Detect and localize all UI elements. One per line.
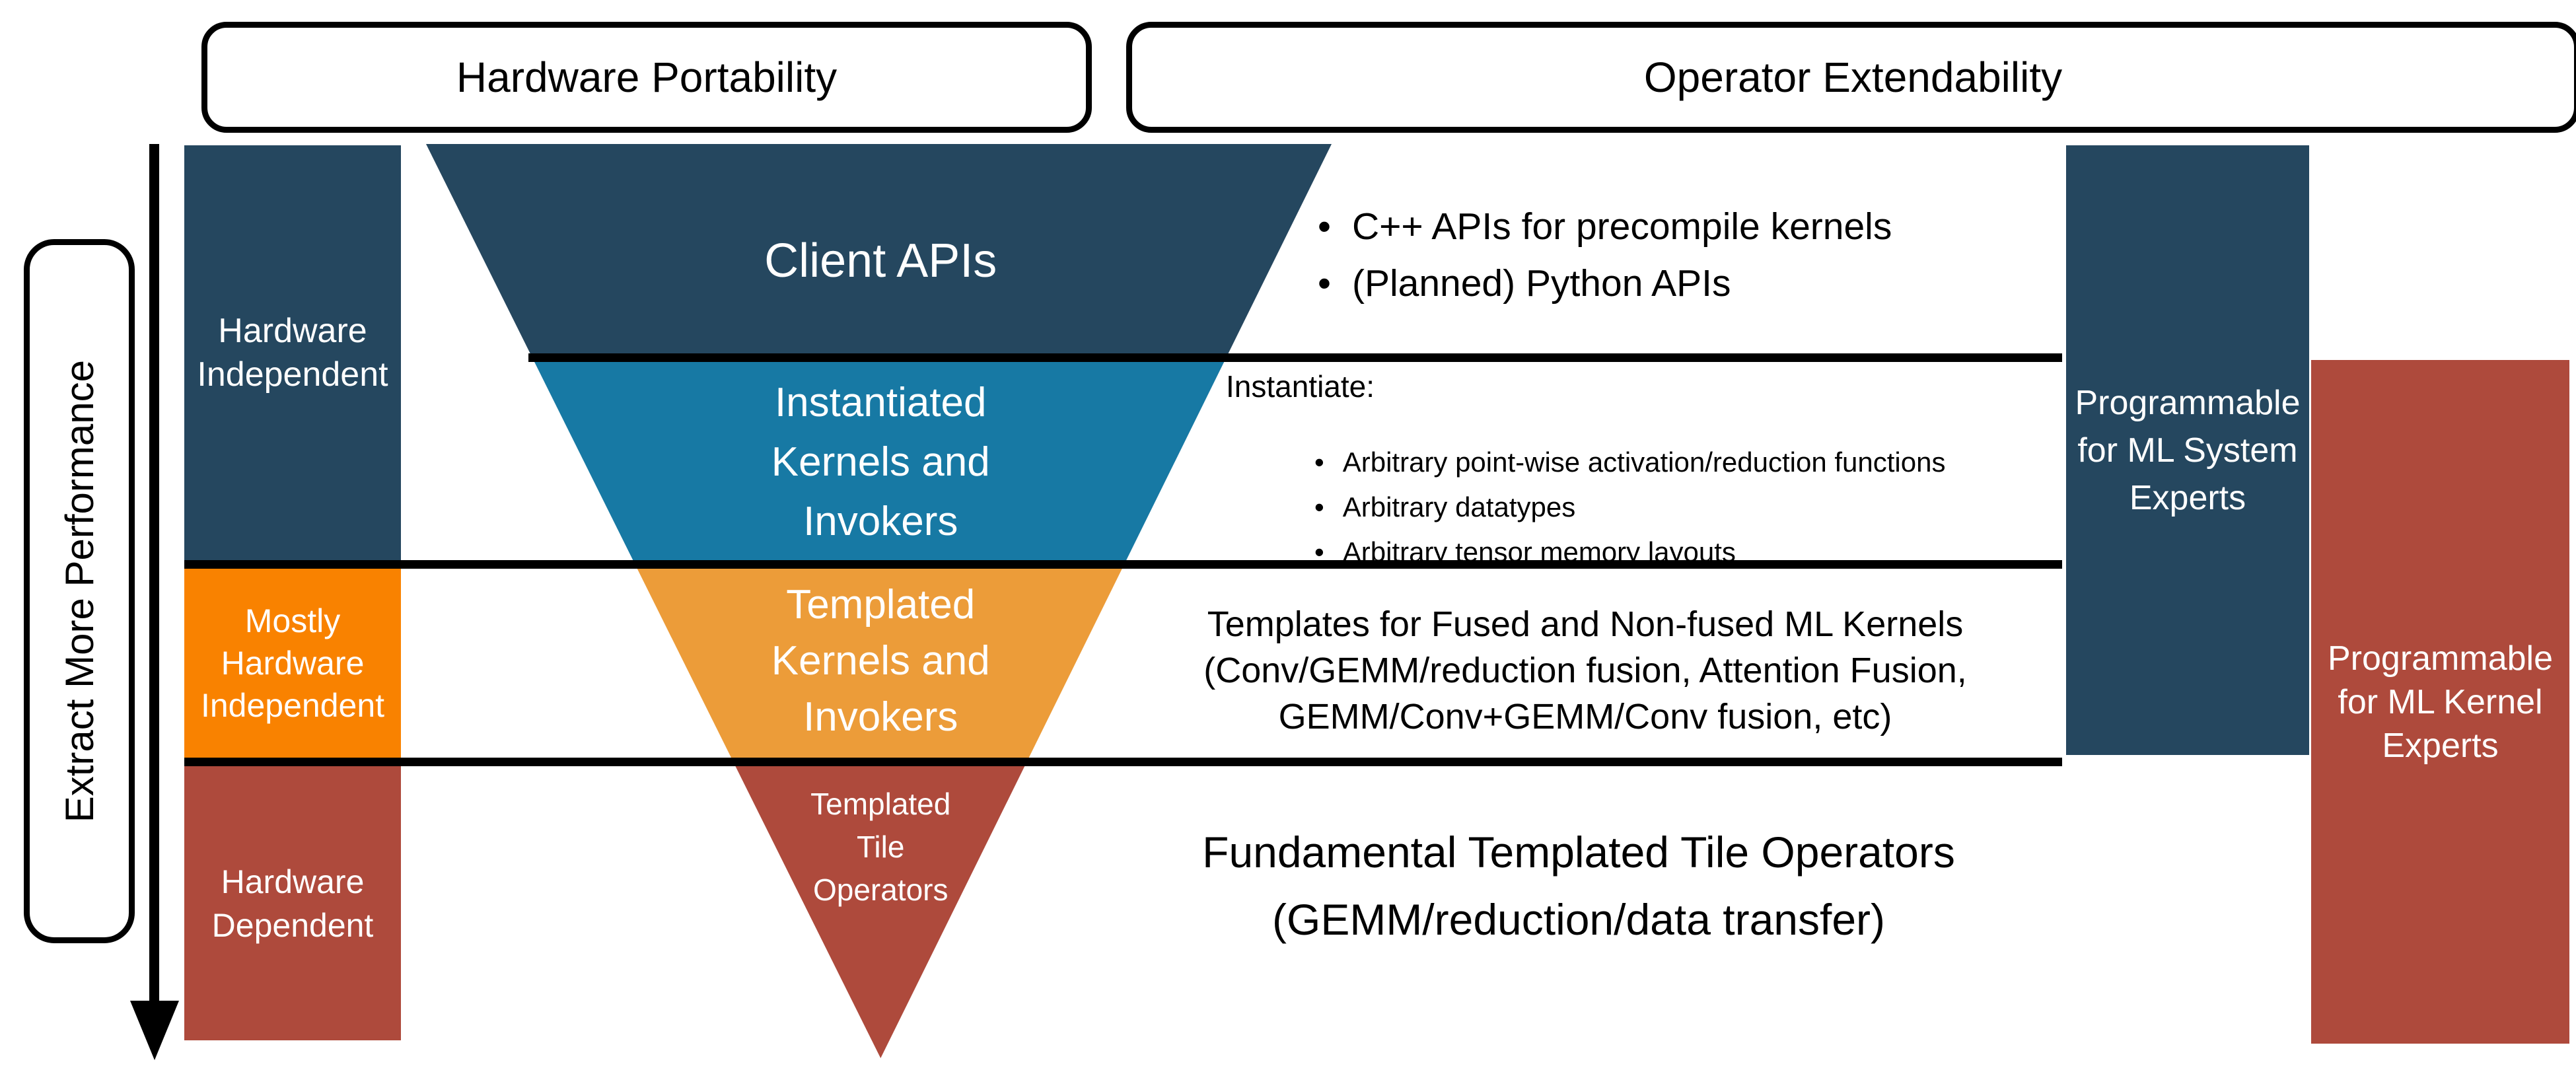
bullet-text: C++ APIs for precompile kernels — [1351, 205, 1892, 248]
separator-line-instantiated-templated — [184, 560, 2062, 569]
bullet-icon: • — [1314, 447, 1324, 478]
ml-kernel-experts-box: Programmable for ML Kernel Experts — [2311, 360, 2569, 1044]
fundamental-annotation-line: Fundamental Templated Tile Operators — [1202, 828, 1955, 877]
mostly-hardware-independent-line: Hardware — [221, 645, 365, 682]
fundamental-operators-annotation: Fundamental Templated Tile Operators (GE… — [1116, 818, 2041, 953]
operator-extendability-pill: Operator Extendability — [1126, 22, 2576, 133]
bullet-text: Arbitrary datatypes — [1342, 491, 1576, 522]
hardware-portability-label: Hardware Portability — [456, 54, 838, 101]
ml-kernel-experts-line: for ML Kernel — [2338, 682, 2543, 721]
templated-line: Kernels and — [771, 638, 990, 684]
instantiated-kernels-label: Instantiated Kernels and Invokers — [771, 373, 990, 552]
operator-extendability-label: Operator Extendability — [1643, 54, 2063, 101]
extract-more-performance-pill: Extract More Performance — [24, 239, 135, 943]
extract-more-performance-label: Extract More Performance — [57, 359, 102, 823]
ml-system-experts-line: Programmable — [2075, 383, 2301, 422]
ml-system-experts-line: Experts — [2129, 478, 2246, 517]
ml-kernel-experts-line: Programmable — [2327, 639, 2554, 678]
separator-line-templated-tile — [184, 758, 2062, 766]
hardware-independent-line: Independent — [197, 355, 388, 394]
bullet-icon: • — [1314, 491, 1324, 522]
hardware-dependent-line: Hardware — [221, 863, 365, 900]
tile-operators-line: Tile — [857, 830, 905, 864]
separator-line-client-instantiated — [528, 353, 2062, 362]
bullet-text: Arbitrary tensor memory layouts — [1342, 536, 1736, 567]
hardware-dependent-box: Hardware Dependent — [184, 766, 401, 1040]
hardware-independent-box: Hardware Independent — [184, 145, 401, 560]
tile-operators-label: Templated Tile Operators — [810, 783, 950, 912]
ml-system-experts-line: for ML System — [2077, 431, 2298, 470]
bullet-text: Arbitrary point-wise activation/reductio… — [1342, 447, 1946, 478]
bullet-item: • C++ APIs for precompile kernels — [1318, 198, 1892, 255]
templated-kernels-label: Templated Kernels and Invokers — [771, 577, 990, 745]
mostly-hardware-independent-line: Mostly — [244, 602, 341, 639]
tile-operators-line: Operators — [812, 873, 948, 907]
mostly-hardware-independent-box: Mostly Hardware Independent — [184, 569, 401, 758]
tile-operators-line: Templated — [810, 787, 951, 821]
instantiated-line: Invokers — [803, 499, 958, 544]
bullet-icon: • — [1314, 536, 1324, 567]
templated-line: Invokers — [803, 694, 958, 740]
bullet-item: • Arbitrary point-wise activation/reduct… — [1314, 440, 1945, 485]
client-apis-label: Client APIs — [764, 237, 997, 285]
bullet-icon: • — [1318, 205, 1331, 248]
templates-annotation-line: GEMM/Conv+GEMM/Conv fusion, etc) — [1278, 697, 1892, 736]
bullet-item: • Arbitrary datatypes — [1314, 485, 1945, 530]
bullet-item: • (Planned) Python APIs — [1318, 255, 1892, 312]
ml-kernel-experts-line: Experts — [2382, 726, 2499, 765]
bullet-item: • Arbitrary tensor memory layouts — [1314, 530, 1945, 575]
hardware-independent-line: Hardware — [218, 312, 367, 350]
hardware-portability-pill: Hardware Portability — [201, 22, 1092, 133]
client-apis-band — [426, 144, 1332, 362]
ml-system-experts-box: Programmable for ML System Experts — [2066, 145, 2309, 755]
bullet-text: (Planned) Python APIs — [1351, 262, 1731, 305]
client-apis-bullet-list: • C++ APIs for precompile kernels • (Pla… — [1318, 198, 1892, 312]
instantiated-line: Instantiated — [774, 380, 987, 425]
fundamental-annotation-line: (GEMM/reduction/data transfer) — [1272, 895, 1885, 944]
bullet-icon: • — [1318, 262, 1331, 305]
templates-annotation-line: (Conv/GEMM/reduction fusion, Attention F… — [1203, 651, 1967, 690]
instantiate-heading: Instantiate: — [1226, 369, 1375, 404]
instantiated-line: Kernels and — [771, 439, 990, 485]
mostly-hardware-independent-line: Independent — [200, 687, 385, 724]
performance-arrow-line — [149, 144, 159, 1003]
instantiate-bullet-list: • Arbitrary point-wise activation/reduct… — [1314, 440, 1945, 575]
client-apis-line: Client APIs — [764, 234, 997, 287]
templated-line: Templated — [786, 582, 976, 628]
performance-arrow-head-icon — [130, 1001, 179, 1060]
hardware-dependent-line: Dependent — [211, 906, 374, 944]
templates-annotation: Templates for Fused and Non-fused ML Ker… — [1123, 601, 2048, 740]
templates-annotation-line: Templates for Fused and Non-fused ML Ker… — [1207, 604, 1964, 644]
